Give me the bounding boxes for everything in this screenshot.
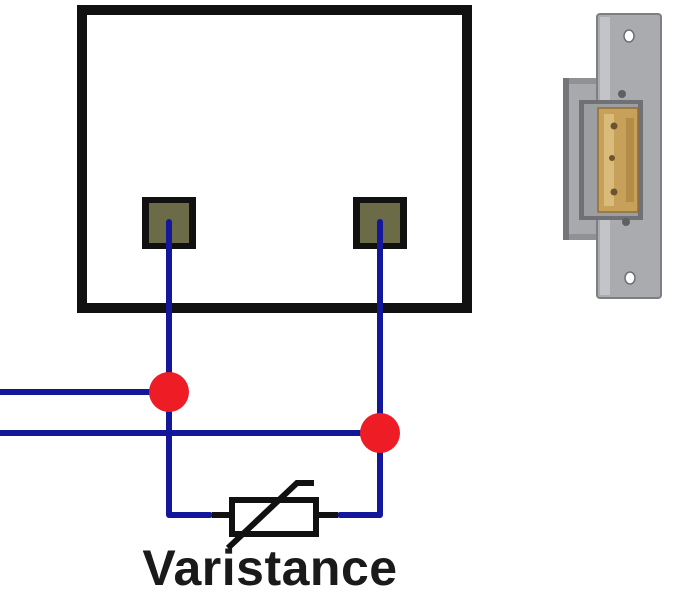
- junction-left: [149, 372, 189, 412]
- wires: [0, 219, 383, 518]
- wire-left-vertical: [166, 219, 213, 518]
- electric-strike-photo: [563, 13, 662, 299]
- wire-right-vertical: [337, 219, 383, 518]
- varistor-symbol: [212, 480, 338, 551]
- device-enclosure: [77, 5, 472, 313]
- varistor-caption: Varistance: [142, 540, 398, 596]
- junction-right: [360, 413, 400, 453]
